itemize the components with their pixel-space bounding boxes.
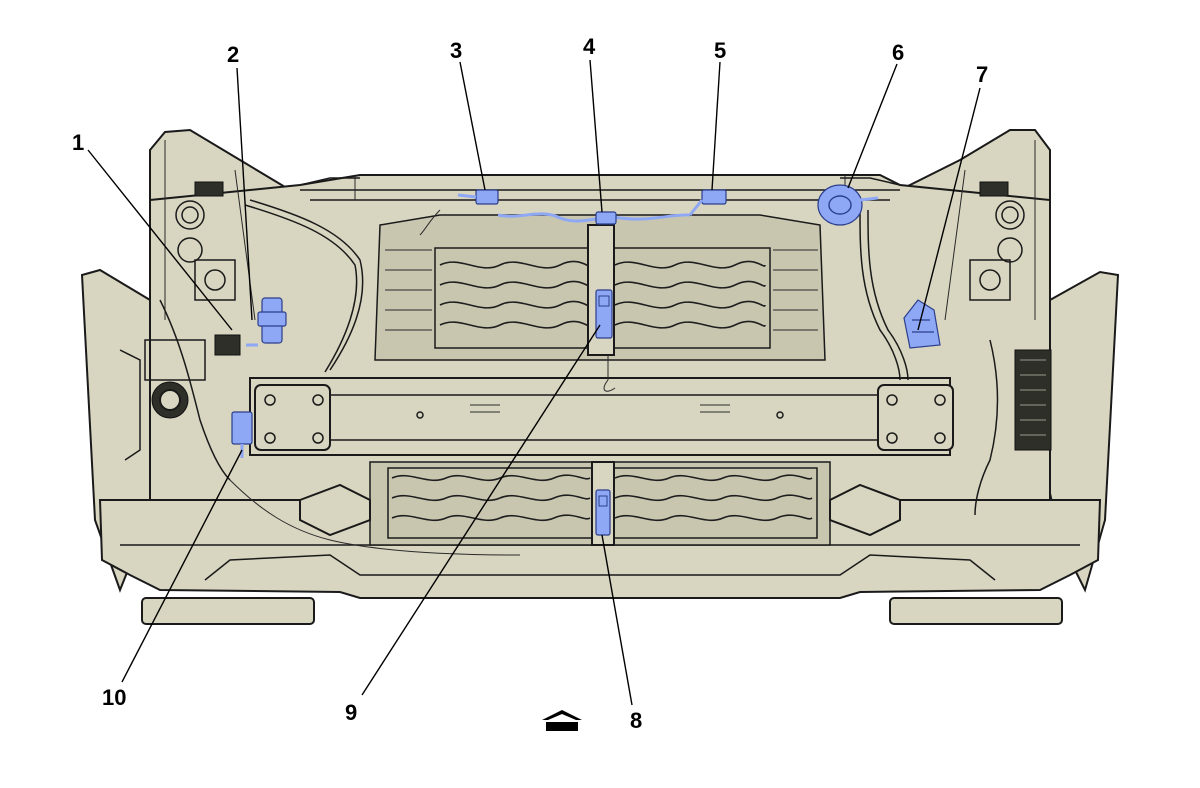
component-2 <box>246 297 287 347</box>
vehicle-front-arrow-icon <box>542 710 582 731</box>
callout-10: 10 <box>102 685 126 710</box>
right-lower-pad <box>889 597 1063 625</box>
leader-2 <box>236 67 253 321</box>
left-lower-mechanical-cluster <box>119 334 241 461</box>
leader-5 <box>711 61 721 191</box>
callout-labels: 1 2 3 4 5 6 7 8 9 10 <box>72 34 988 733</box>
callout-2: 2 <box>227 42 239 67</box>
upper-grille-mesh <box>385 247 818 349</box>
component-4 <box>497 211 691 225</box>
component-8 <box>595 489 611 536</box>
callout-6: 6 <box>892 40 904 65</box>
right-side-cooling-panel <box>1014 349 1052 451</box>
component-9 <box>595 289 613 339</box>
left-lower-pad <box>141 597 315 625</box>
component-3 <box>457 189 499 205</box>
callout-5: 5 <box>714 38 726 63</box>
lower-grille-mesh <box>387 467 818 539</box>
highlighted-components <box>231 184 941 536</box>
component-6 <box>817 184 879 226</box>
callout-3: 3 <box>450 38 462 63</box>
callout-9: 9 <box>345 700 357 725</box>
leader-8 <box>601 534 633 706</box>
component-5 <box>688 189 727 216</box>
callout-7: 7 <box>976 62 988 87</box>
leader-6 <box>847 63 898 189</box>
vehicle-front-end <box>80 128 1120 625</box>
callout-8: 8 <box>630 708 642 733</box>
leader-1 <box>87 149 233 331</box>
callout-4: 4 <box>583 34 596 59</box>
callout-1: 1 <box>72 130 84 155</box>
bumper-crash-beam <box>249 377 951 456</box>
leader-4 <box>589 59 603 213</box>
wiring-harness <box>159 199 999 556</box>
leader-3 <box>459 61 486 191</box>
leader-lines <box>87 59 981 706</box>
component-7 <box>903 299 941 349</box>
leader-10 <box>121 449 243 683</box>
leader-9 <box>361 324 601 696</box>
leader-7 <box>917 87 981 331</box>
